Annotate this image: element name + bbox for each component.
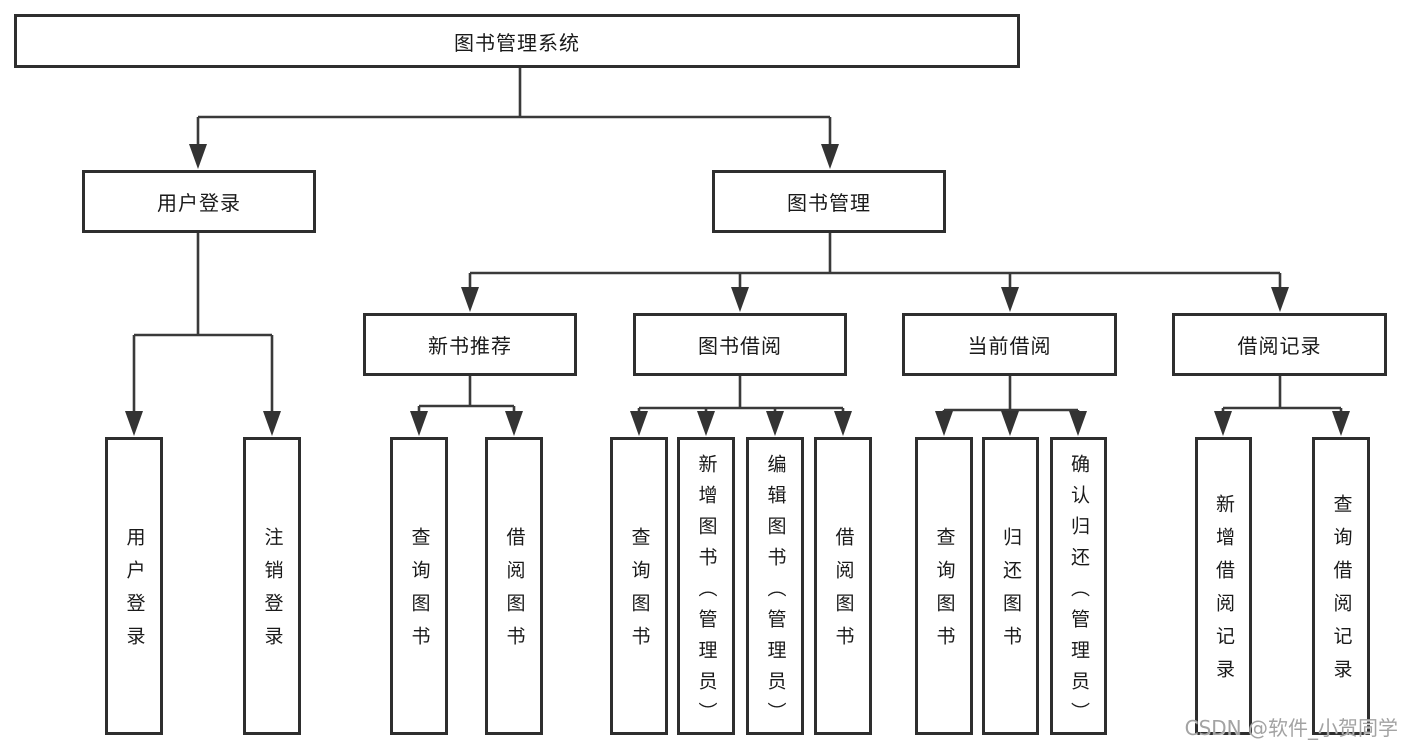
node-leaf-bb-borrow-label: 借阅图书 <box>832 527 855 659</box>
node-leaf-user-login-label: 用户登录 <box>123 527 146 659</box>
node-leaf-nbr-query-label: 查询图书 <box>408 527 431 659</box>
node-leaf-br-add-label: 新增借阅记录 <box>1213 494 1235 692</box>
node-leaf-bb-query-label: 查询图书 <box>628 527 651 659</box>
node-leaf-bb-query: 查询图书 <box>610 437 668 735</box>
arrowhead-icon <box>1001 411 1019 436</box>
arrowhead-icon <box>461 287 479 312</box>
node-current-borrow-label: 当前借阅 <box>967 334 1052 358</box>
connector-book-borrow-to-children <box>630 376 852 436</box>
arrowhead-icon <box>410 411 428 436</box>
node-leaf-nbr-query: 查询图书 <box>390 437 448 735</box>
node-leaf-bb-edit: 编辑图书（管理员） <box>746 437 804 735</box>
node-book-mgmt-label: 图书管理 <box>787 191 871 215</box>
node-leaf-cb-query-label: 查询图书 <box>933 527 956 659</box>
node-book-borrow-label: 图书借阅 <box>698 334 782 358</box>
node-leaf-br-add: 新增借阅记录 <box>1195 437 1252 735</box>
arrowhead-icon <box>125 411 143 436</box>
node-leaf-br-query-label: 查询借阅记录 <box>1330 494 1353 692</box>
node-leaf-nbr-borrow: 借阅图书 <box>485 437 543 735</box>
node-leaf-bb-borrow: 借阅图书 <box>814 437 872 735</box>
arrowhead-icon <box>505 411 523 436</box>
node-leaf-bb-add: 新增图书（管理员） <box>677 437 735 735</box>
connector-new-book-rec-to-children <box>410 376 523 436</box>
node-root: 图书管理系统 <box>14 14 1020 68</box>
arrowhead-icon <box>697 411 715 436</box>
connector-current-borrow-to-children <box>935 376 1087 436</box>
arrowhead-icon <box>731 287 749 312</box>
connector-borrow-records-to-children <box>1214 376 1350 436</box>
connector-root-to-children <box>189 68 839 169</box>
node-leaf-bb-edit-label: 编辑图书（管理员） <box>764 453 787 733</box>
arrowhead-icon <box>1214 411 1232 436</box>
node-leaf-nbr-borrow-label: 借阅图书 <box>503 527 526 659</box>
node-leaf-logout: 注销登录 <box>243 437 301 735</box>
node-root-label: 图书管理系统 <box>454 30 580 55</box>
node-current-borrow: 当前借阅 <box>902 313 1117 376</box>
connector-user-login-to-children <box>125 233 281 436</box>
arrowhead-icon <box>1069 411 1087 436</box>
arrowhead-icon <box>834 411 852 436</box>
node-new-book-rec-label: 新书推荐 <box>428 334 512 358</box>
arrowhead-icon <box>1332 411 1350 436</box>
node-user-login-label: 用户登录 <box>157 191 241 215</box>
arrowhead-icon <box>821 144 839 169</box>
node-leaf-cb-return-label: 归还图书 <box>1000 527 1022 659</box>
arrowhead-icon <box>263 411 281 436</box>
node-leaf-br-query: 查询借阅记录 <box>1312 437 1370 735</box>
node-user-login: 用户登录 <box>82 170 316 233</box>
node-leaf-cb-confirm-label: 确认归还（管理员） <box>1068 453 1090 733</box>
arrowhead-icon <box>189 144 207 169</box>
arrowhead-icon <box>1271 287 1289 312</box>
node-leaf-cb-query: 查询图书 <box>915 437 973 735</box>
node-book-mgmt: 图书管理 <box>712 170 946 233</box>
node-leaf-logout-label: 注销登录 <box>261 527 284 659</box>
node-leaf-user-login: 用户登录 <box>105 437 163 735</box>
node-leaf-cb-confirm: 确认归还（管理员） <box>1050 437 1107 735</box>
arrowhead-icon <box>1001 287 1019 312</box>
watermark: CSDN @软件_小贺同学 <box>1184 716 1398 740</box>
node-book-borrow: 图书借阅 <box>633 313 847 376</box>
node-leaf-bb-add-label: 新增图书（管理员） <box>695 453 718 733</box>
arrowhead-icon <box>630 411 648 436</box>
connector-book-mgmt-to-children <box>461 233 1289 312</box>
node-new-book-rec: 新书推荐 <box>363 313 577 376</box>
node-leaf-cb-return: 归还图书 <box>982 437 1039 735</box>
arrowhead-icon <box>766 411 784 436</box>
arrowhead-icon <box>935 411 953 436</box>
node-borrow-records: 借阅记录 <box>1172 313 1387 376</box>
node-borrow-records-label: 借阅记录 <box>1237 334 1322 358</box>
